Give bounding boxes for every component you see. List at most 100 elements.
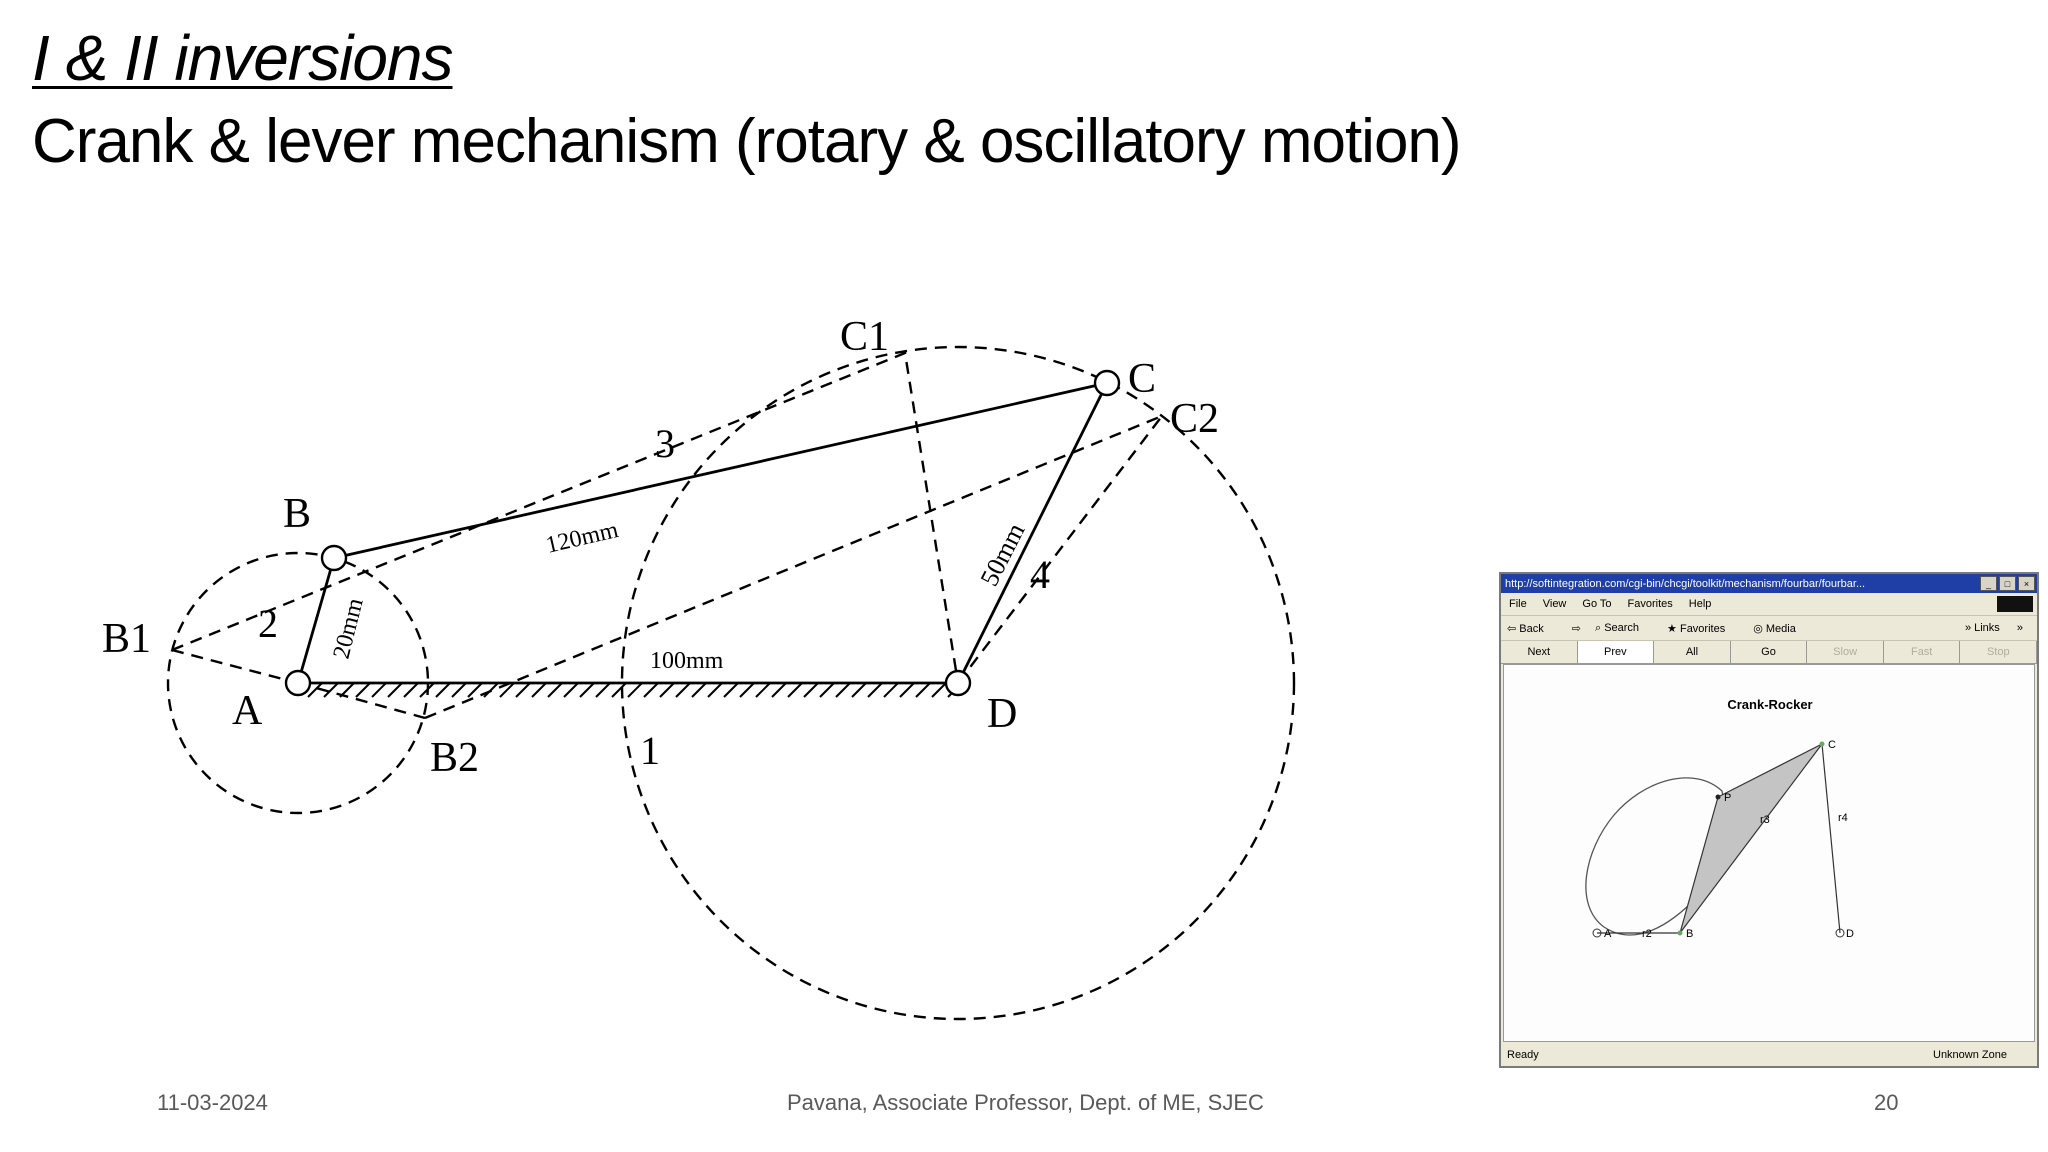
hatch-mark <box>595 682 611 698</box>
label-C1: C1 <box>840 314 889 360</box>
coupler-triangle <box>1679 743 1823 934</box>
hatch-mark <box>851 682 867 698</box>
browser-status-bar: Ready Unknown Zone <box>1501 1044 2037 1066</box>
fast-button[interactable]: Fast <box>1884 641 1961 663</box>
plot-label-r2: r2 <box>1642 928 1652 940</box>
status-ready: Ready <box>1507 1049 1539 1061</box>
ground-pivot-A <box>1592 928 1602 938</box>
label-B2: B2 <box>430 735 479 781</box>
joint-B <box>320 544 348 572</box>
extreme-position-C1 <box>171 351 960 684</box>
maximize-icon[interactable]: □ <box>1999 576 2016 591</box>
browser-screenshot: http://softintegration.com/cgi-bin/chcgi… <box>1499 572 2039 1068</box>
hatch-mark <box>691 682 707 698</box>
plot-title: Crank-Rocker <box>1727 697 1812 712</box>
hatch-mark <box>387 682 403 698</box>
hatch-mark <box>355 682 371 698</box>
minimize-icon[interactable]: _ <box>1980 576 1997 591</box>
slow-button[interactable]: Slow <box>1807 641 1884 663</box>
stop-button[interactable]: Stop <box>1960 641 2038 663</box>
hatch-mark <box>835 682 851 698</box>
hatch-mark <box>515 682 531 698</box>
menu-file[interactable]: File <box>1509 598 1527 610</box>
joint-D <box>944 669 972 697</box>
windows-logo-icon <box>1997 596 2033 612</box>
media-button[interactable]: ◎ Media <box>1753 622 1796 635</box>
label-B: B <box>283 491 311 537</box>
hatch-mark <box>451 682 467 698</box>
slide-title: I & II inversions <box>32 22 453 94</box>
label-B1: B1 <box>102 616 151 662</box>
link-r4 <box>1821 743 1841 934</box>
hatch-mark <box>323 682 339 698</box>
close-icon[interactable]: × <box>2018 576 2035 591</box>
crank-AB <box>296 557 336 684</box>
animation-nav-row: Next Prev All Go Slow Fast Stop <box>1501 641 2038 664</box>
favorites-button[interactable]: ★ Favorites <box>1667 622 1726 635</box>
footer-author: Pavana, Associate Professor, Dept. of ME… <box>787 1090 1264 1115</box>
hatch-mark <box>627 682 643 698</box>
hatch-mark <box>707 682 723 698</box>
hatch-mark <box>787 682 803 698</box>
hatch-mark <box>819 682 835 698</box>
next-button[interactable]: Next <box>1501 641 1578 663</box>
browser-url: http://softintegration.com/cgi-bin/chcgi… <box>1505 577 1866 590</box>
hatch-mark <box>643 682 659 698</box>
search-button[interactable]: ⌕ Search <box>1594 621 1640 634</box>
hatch-mark <box>803 682 819 698</box>
back-label: Back <box>1519 622 1544 635</box>
dead-center-line-B1 <box>171 648 299 685</box>
back-button[interactable]: ⇦ Back <box>1507 622 1544 635</box>
all-button[interactable]: All <box>1654 641 1731 663</box>
fixed-link-hatching <box>307 682 963 698</box>
coupler-BC <box>333 381 1108 560</box>
search-label: Search <box>1604 621 1640 634</box>
prev-button[interactable]: Prev <box>1577 641 1655 663</box>
label-link-2: 2 <box>258 601 278 646</box>
dead-center-line-B2 <box>297 681 426 720</box>
hatch-mark <box>547 682 563 698</box>
hatch-mark <box>899 682 915 698</box>
links-button[interactable]: » Links » <box>1964 622 2023 634</box>
go-button[interactable]: Go <box>1731 641 1808 663</box>
hatch-mark <box>419 682 435 698</box>
media-label: Media <box>1765 622 1796 635</box>
menu-goto[interactable]: Go To <box>1582 598 1612 610</box>
hatch-mark <box>579 682 595 698</box>
forward-icon[interactable]: ⇨ <box>1571 622 1581 635</box>
hatch-mark <box>771 682 787 698</box>
hatch-mark <box>371 682 387 698</box>
footer-date: 11-03-2024 <box>157 1090 268 1115</box>
plot-label-C: C <box>1828 739 1836 751</box>
ground-pivot-D <box>1835 928 1845 938</box>
hatch-mark <box>755 682 771 698</box>
browser-content: Crank-Rocker A r2 B P r3 C r4 D <box>1503 664 2035 1042</box>
footer-page-number: 20 <box>1874 1090 1899 1115</box>
plot-label-A: A <box>1604 928 1612 940</box>
label-C2: C2 <box>1170 396 1219 442</box>
point-B <box>1677 930 1683 936</box>
four-bar-mechanism-diagram: A B B1 B2 C C1 C2 D 1 2 3 4 20mm 120mm 5… <box>102 314 1296 1021</box>
menu-favorites[interactable]: Favorites <box>1627 598 1673 610</box>
hatch-mark <box>675 682 691 698</box>
plot-label-P: P <box>1724 792 1731 804</box>
point-C <box>1819 741 1825 747</box>
hatch-mark <box>307 682 323 698</box>
menu-view[interactable]: View <box>1542 598 1567 610</box>
links-label: Links <box>1974 622 2000 634</box>
crank-rocker-plot: Crank-Rocker A r2 B P r3 C r4 D <box>1585 697 1854 940</box>
hatch-mark <box>531 682 547 698</box>
browser-title-bar: http://softintegration.com/cgi-bin/chcgi… <box>1501 574 2037 593</box>
hatch-mark <box>499 682 515 698</box>
extreme-position-C2 <box>424 413 1166 720</box>
hatch-mark <box>467 682 483 698</box>
slide-subtitle: Crank & lever mechanism (rotary & oscill… <box>32 107 1462 176</box>
plot-label-B: B <box>1686 928 1693 940</box>
dim-coupler: 120mm <box>544 517 622 559</box>
browser-menu-bar: File View Go To Favorites Help <box>1501 593 2037 616</box>
hatch-mark <box>563 682 579 698</box>
plot-label-D: D <box>1846 928 1854 940</box>
plot-label-r3: r3 <box>1760 814 1770 826</box>
dim-crank: 20mm <box>329 595 369 661</box>
menu-help[interactable]: Help <box>1688 598 1712 610</box>
